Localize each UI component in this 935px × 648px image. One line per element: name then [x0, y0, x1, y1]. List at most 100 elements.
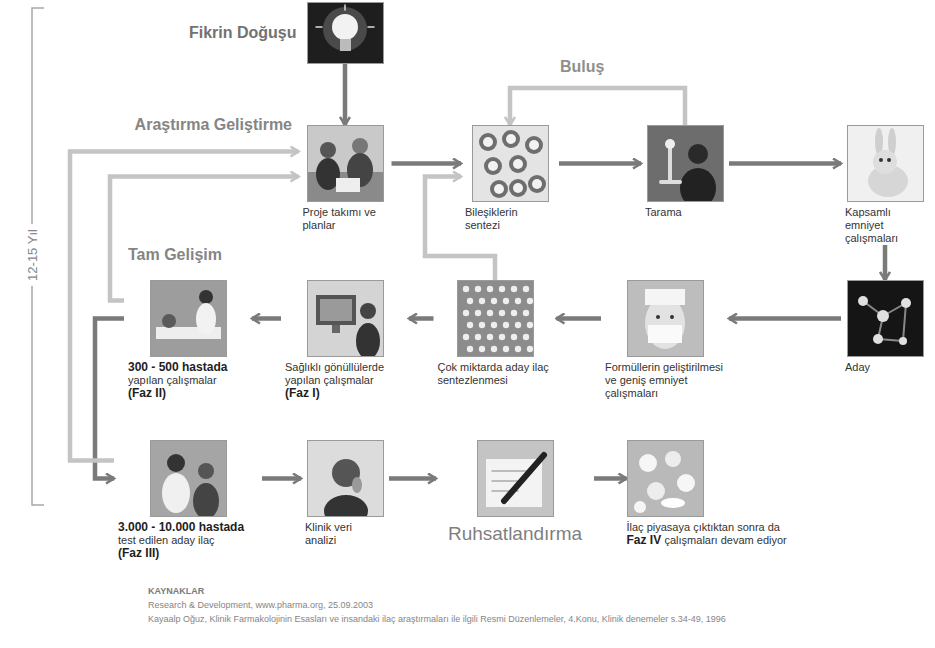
- illustration-shape: [848, 281, 923, 356]
- section-heading: Araştırma Geliştirme: [135, 116, 292, 134]
- illustration-shape: [316, 26, 322, 28]
- caption: 300 - 500 hastadayapılan çalışmalar(Faz …: [124, 357, 252, 400]
- illustration-shape: [196, 303, 216, 335]
- caption-text: yapılan çalışmalar: [128, 374, 248, 387]
- photo-illustration: [307, 125, 384, 202]
- caption: Kapsamlı emniyet çalışmaları: [841, 202, 929, 245]
- illustration-shape: [198, 463, 214, 479]
- flow-arrow: [389, 476, 436, 481]
- photo-illustration: [847, 280, 924, 357]
- illustration-shape: [498, 334, 504, 340]
- process-box: Tarama: [641, 125, 729, 219]
- illustration-shape: [529, 140, 539, 150]
- illustration-shape: [466, 346, 472, 352]
- illustration-shape: [656, 315, 660, 319]
- stage-heading: Ruhsatlandırma: [440, 523, 590, 545]
- illustration-shape: [858, 296, 868, 306]
- flow-arrow: [729, 161, 841, 166]
- illustration-shape: [502, 346, 508, 352]
- illustration-shape: [532, 179, 542, 189]
- source-note: Research & Development, www.pharma.org, …: [148, 600, 373, 610]
- caption-text: (Faz III): [118, 547, 258, 560]
- caption-text: 3.000 - 10.000 hastada: [118, 521, 258, 534]
- section-heading: Buluş: [560, 58, 604, 76]
- caption-text: test edilen aday ilaç: [118, 534, 258, 547]
- illustration-shape: [665, 139, 675, 149]
- illustration-shape: [323, 7, 367, 51]
- illustration-shape: [360, 303, 376, 319]
- illustration-shape: [474, 334, 480, 340]
- illustration-shape: [494, 184, 504, 194]
- process-box: İlaç piyasaya çıktıktan sonra daFaz IVça…: [627, 440, 905, 547]
- illustration-shape: [513, 183, 523, 193]
- illustration-shape: [490, 298, 496, 304]
- illustration-shape: [462, 310, 468, 316]
- flow-arrow: [409, 316, 434, 321]
- photo-illustration: [472, 125, 549, 202]
- illustration-shape: [899, 337, 907, 345]
- caption-text: İlaç piyasaya çıktıktan sonra da: [627, 521, 901, 534]
- illustration-shape: [525, 136, 543, 154]
- caption-text: Klinik veri analizi: [305, 521, 385, 547]
- flow-arrow: [557, 316, 602, 321]
- illustration-shape: [506, 134, 516, 144]
- illustration-shape: [458, 281, 533, 356]
- flow-arrow: [70, 152, 299, 461]
- section-heading: Tam Gelişim: [128, 246, 222, 264]
- illustration-shape: [873, 150, 897, 174]
- photo-illustration: [150, 280, 227, 357]
- illustration-shape: [661, 498, 685, 508]
- process-box: Aday: [841, 280, 929, 374]
- illustration-shape: [356, 323, 380, 357]
- source-note: Kayaalp Oğuz, Klinik Farmakolojinin Esas…: [148, 614, 726, 624]
- illustration-shape: [483, 137, 493, 147]
- illustration-shape: [677, 474, 695, 492]
- illustration-shape: [368, 26, 374, 28]
- illustration-shape: [320, 299, 352, 321]
- illustration-shape: [490, 322, 496, 328]
- illustration-shape: [474, 310, 480, 316]
- illustration-shape: [526, 298, 532, 304]
- photo-illustration: [307, 2, 384, 64]
- photo-illustration: [307, 280, 384, 357]
- illustration-shape: [903, 303, 906, 341]
- illustration-shape: [528, 175, 546, 193]
- caption: Formüllerin geliştirilmesi ve geniş emni…: [601, 357, 729, 400]
- photo-illustration: [627, 280, 704, 357]
- illustration-shape: [848, 126, 923, 201]
- illustration-shape: [522, 334, 528, 340]
- illustration-shape: [486, 334, 492, 340]
- caption: Çok miktarda aday ilaç sentezlenmesi: [434, 357, 557, 387]
- illustration-shape: [504, 455, 544, 501]
- illustration-shape: [634, 501, 646, 513]
- illustration-shape: [513, 159, 523, 169]
- illustration-shape: [486, 310, 492, 316]
- illustration-shape: [308, 3, 383, 63]
- illustration-shape: [510, 334, 516, 340]
- illustration-shape: [887, 158, 891, 162]
- sources-heading: KAYNAKLAR: [148, 586, 204, 596]
- illustration-shape: [526, 322, 532, 328]
- flow-arrow: [729, 316, 841, 321]
- illustration-shape: [498, 310, 504, 316]
- illustration-shape: [509, 179, 527, 197]
- flow-arrow: [343, 64, 348, 125]
- illustration-shape: [340, 39, 351, 51]
- illustration-shape: [873, 334, 883, 344]
- illustration-shape: [514, 322, 520, 328]
- caption: Sağlıklı gönüllülerde yapılan çalışmalar…: [281, 357, 409, 400]
- caption-text: çalışmaları devam ediyor: [664, 534, 786, 546]
- flow-arrow: [392, 161, 462, 166]
- caption-text: Kapsamlı emniyet çalışmaları: [845, 206, 925, 245]
- process-box: Çok miktarda aday ilaç sentezlenmesi: [434, 280, 557, 387]
- illustration-shape: [510, 286, 516, 292]
- illustration-shape: [502, 322, 508, 328]
- illustration-shape: [478, 346, 484, 352]
- illustration-shape: [486, 286, 492, 292]
- illustration-shape: [514, 298, 520, 304]
- caption: Tarama: [641, 202, 729, 219]
- illustration-shape: [193, 483, 219, 517]
- illustration-shape: [502, 298, 508, 304]
- caption-text: (Faz II): [128, 387, 248, 400]
- photo-illustration: [847, 125, 924, 202]
